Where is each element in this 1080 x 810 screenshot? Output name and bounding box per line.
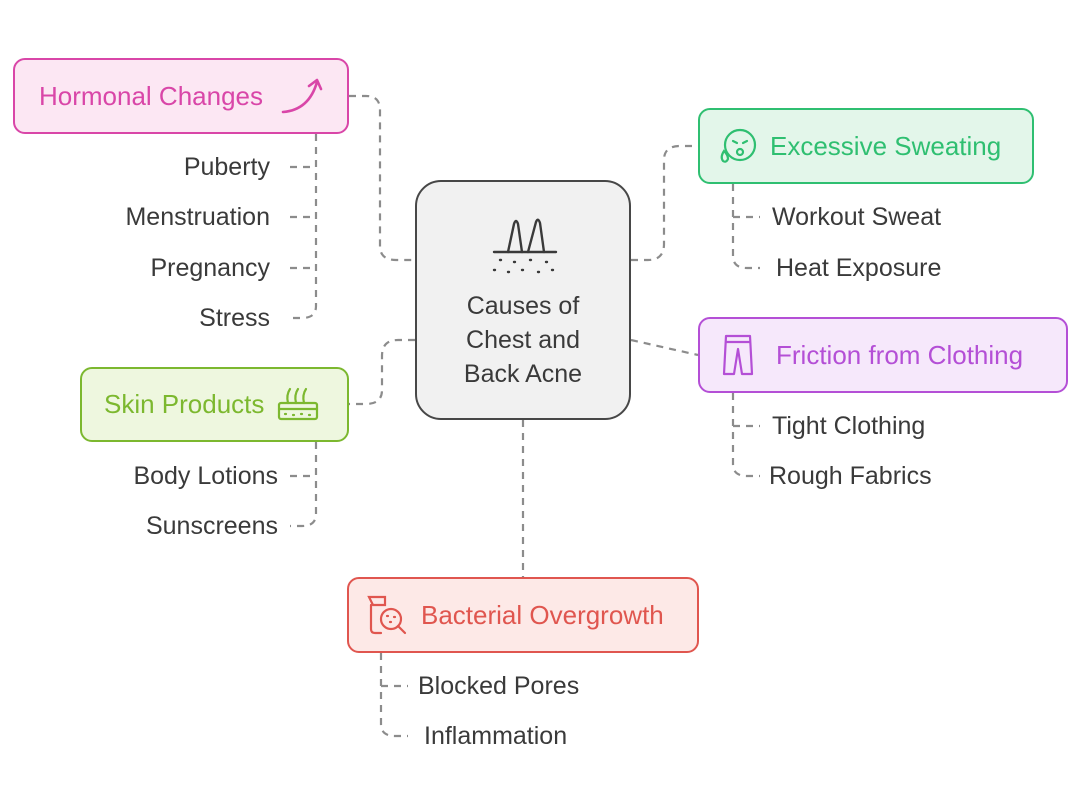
list-item: Puberty — [183, 153, 270, 181]
hair-follicle-skin-icon — [492, 218, 558, 274]
category-label: Excessive Sweating — [770, 130, 1002, 161]
sweating-face-icon — [720, 128, 757, 163]
list-item: Heat Exposure — [776, 254, 942, 282]
trend-up-arrow-icon — [281, 78, 323, 114]
list-item: Stress — [199, 304, 270, 332]
skin-layer-icon — [278, 387, 319, 420]
category-skin-products: Skin Products — [80, 367, 349, 442]
category-label: Skin Products — [104, 389, 265, 419]
bacteria-magnifier-icon — [367, 595, 407, 635]
pants-icon — [722, 334, 754, 376]
category-label: Hormonal Changes — [39, 80, 264, 111]
list-item: Inflammation — [424, 722, 568, 750]
list-item: Tight Clothing — [772, 412, 926, 440]
central-topic-title: Causes of Chest and Back Acne — [463, 292, 583, 388]
category-excessive-sweating: Excessive Sweating — [698, 108, 1034, 184]
list-item: Sunscreens — [145, 512, 278, 540]
category-label: Bacterial Overgrowth — [421, 599, 664, 630]
category-hormonal-changes: Hormonal Changes — [13, 58, 349, 134]
category-bacterial-overgrowth: Bacterial Overgrowth — [347, 577, 699, 653]
list-item: Menstruation — [125, 203, 270, 231]
category-label: Friction from Clothing — [776, 339, 1024, 370]
category-friction-from-clothing: Friction from Clothing — [698, 317, 1068, 393]
list-item: Blocked Pores — [418, 672, 580, 700]
list-item: Body Lotions — [133, 462, 278, 490]
list-item: Pregnancy — [150, 254, 270, 282]
central-topic-node: Causes of Chest and Back Acne — [415, 180, 631, 420]
list-item: Rough Fabrics — [769, 462, 932, 490]
list-item: Workout Sweat — [772, 203, 942, 231]
